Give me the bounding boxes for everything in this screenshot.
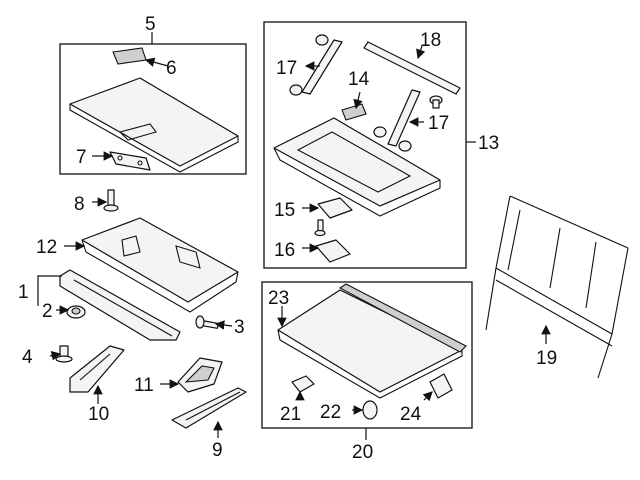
callout-15: 15	[274, 200, 295, 221]
callout-22: 22	[320, 402, 341, 423]
callout-21: 21	[280, 404, 301, 425]
callout-1: 1	[18, 282, 29, 303]
callout-10: 10	[88, 404, 109, 425]
part-6-tab	[112, 47, 147, 65]
callout-24: 24	[400, 404, 422, 425]
callout-11: 11	[134, 375, 154, 396]
group-box-13	[263, 21, 467, 269]
part-2-clip	[66, 305, 86, 319]
part-1-scuff-plate	[59, 269, 181, 341]
part-11-handle	[177, 357, 223, 393]
part-pin-small	[314, 219, 326, 237]
part-3-screw	[195, 315, 219, 329]
callout-14: 14	[348, 69, 370, 90]
callout-2: 2	[42, 301, 53, 322]
callout-12: 12	[36, 237, 57, 258]
part-18-bar	[363, 41, 461, 95]
part-20-cargo-cover	[277, 283, 467, 399]
part-24-bracket	[429, 373, 453, 399]
part-bolt	[429, 95, 443, 109]
part-7-bracket	[109, 151, 151, 171]
part-17b-strut	[373, 89, 421, 152]
callout-18: 18	[420, 30, 441, 51]
callout-23: 23	[268, 288, 289, 309]
callout-19: 19	[536, 348, 557, 369]
part-21-handle	[291, 375, 315, 393]
callout-4: 4	[22, 347, 33, 368]
callout-13: 13	[478, 133, 499, 154]
callout-16: 16	[274, 240, 295, 261]
group-box-20	[261, 281, 473, 429]
callout-17b: 17	[428, 113, 449, 134]
callout-3: 3	[234, 317, 245, 338]
callout-5: 5	[145, 14, 156, 35]
callout-7: 7	[76, 147, 87, 168]
part-15-bracket	[317, 197, 353, 219]
callout-6: 6	[166, 58, 177, 79]
part-14-clip	[341, 103, 367, 121]
part-17a-strut	[289, 34, 343, 96]
callout-8: 8	[74, 194, 85, 215]
part-9-rail	[171, 387, 247, 429]
part-8-pin	[103, 189, 119, 212]
part-19-partition-net	[485, 195, 629, 379]
callout-20: 20	[352, 442, 373, 463]
part-22-knob	[362, 400, 378, 420]
group-box-5	[59, 43, 247, 175]
part-13-shelf	[273, 117, 441, 217]
load-floor-cover	[69, 77, 239, 173]
part-16-bracket	[315, 239, 351, 263]
part-10-bracket	[69, 345, 125, 393]
leader-lines	[37, 32, 551, 440]
callout-9: 9	[212, 440, 223, 461]
callout-17a: 17	[276, 58, 297, 79]
